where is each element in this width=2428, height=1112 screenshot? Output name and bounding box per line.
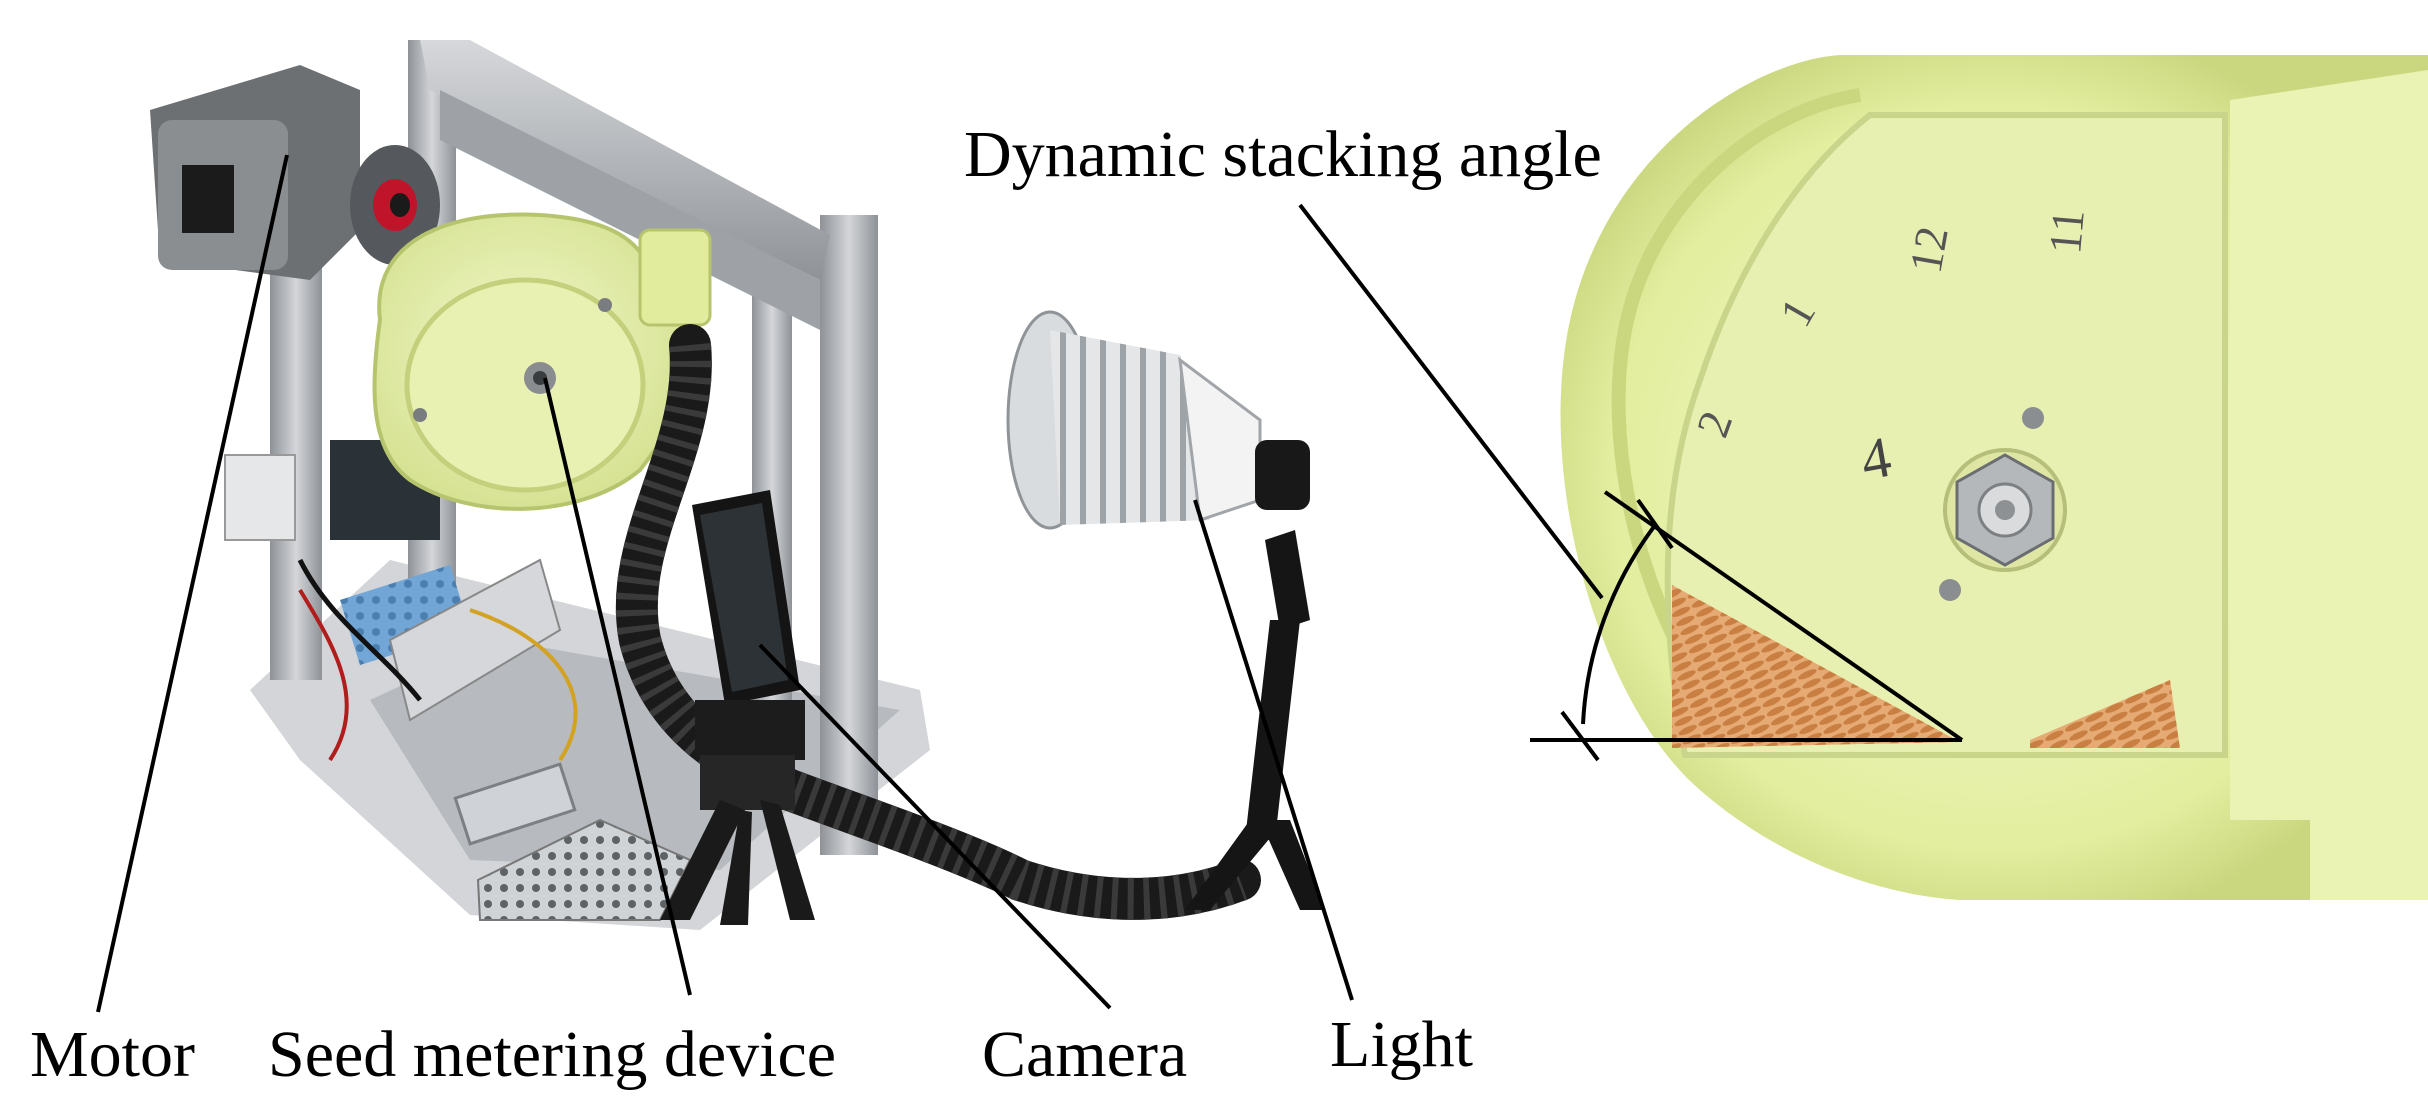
light xyxy=(1006,310,1325,910)
leader-lines-left xyxy=(96,154,1354,1013)
angle-ray-incline xyxy=(1603,490,1964,742)
angle-leader-line xyxy=(1298,203,1604,600)
seed-leader-line xyxy=(543,377,692,996)
disc-number-11: 11 xyxy=(2039,207,2094,256)
apparatus-left xyxy=(150,40,1325,930)
angle-arc xyxy=(1581,522,1658,725)
camera-label: Camera xyxy=(982,1018,1188,1091)
dynamic-stacking-angle-label: Dynamic stacking angle xyxy=(964,118,1602,191)
light-label: Light xyxy=(1330,1008,1473,1081)
seed-metering-device-label: Seed metering device xyxy=(268,1018,837,1091)
angle-tick-top xyxy=(1636,498,1674,550)
disc-closeup: 2 1 12 11 4 xyxy=(1560,55,2428,900)
camera xyxy=(660,490,815,925)
rice-seed-pile xyxy=(1672,585,1960,748)
seed-metering-device xyxy=(372,212,712,511)
disc-number-12: 12 xyxy=(1900,223,1958,277)
motor xyxy=(150,65,440,280)
light-leader-line xyxy=(1193,499,1354,1001)
motor-label: Motor xyxy=(30,1018,195,1091)
motor-leader-line xyxy=(96,154,289,1013)
rice-seed-pile-right xyxy=(2030,680,2180,748)
dynamic-stacking-angle-annotation xyxy=(1298,203,1964,762)
angle-tick-bottom xyxy=(1560,710,1600,762)
camera-leader-line xyxy=(758,643,1112,1010)
